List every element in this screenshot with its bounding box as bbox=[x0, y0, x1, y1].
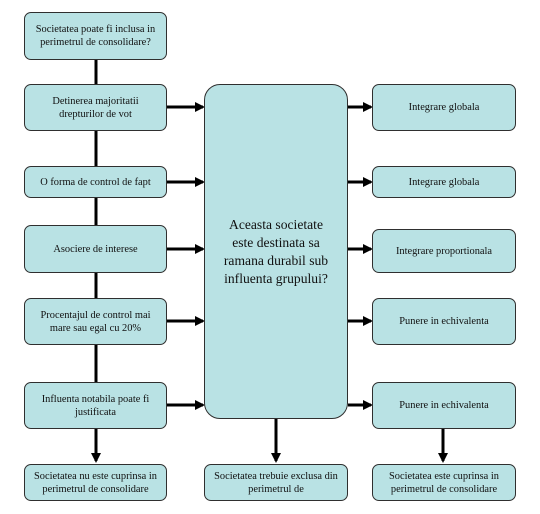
outcome-box-not-included: Societatea nu este cuprinsa in perimetru… bbox=[24, 464, 167, 501]
result-box-global-integration: Integrare globala bbox=[372, 84, 516, 131]
result-box-equity-method: Punere in echivalenta bbox=[372, 298, 516, 345]
central-question-box: Aceasta societate este destinata sa rama… bbox=[204, 84, 348, 419]
criterion-box-de-facto-control: O forma de control de fapt bbox=[24, 166, 167, 198]
outcome-box-included: Societatea este cuprinsa in perimetrul d… bbox=[372, 464, 516, 501]
criterion-box-control-percentage: Procentajul de control mai mare sau egal… bbox=[24, 298, 167, 345]
result-box-equity-method: Punere in echivalenta bbox=[372, 382, 516, 429]
criterion-box-significant-influence: Influenta notabila poate fi justificata bbox=[24, 382, 167, 429]
criterion-box-majority-votes: Detinerea majoritatii drepturilor de vot bbox=[24, 84, 167, 131]
outcome-box-excluded: Societatea trebuie exclusa din perimetru… bbox=[204, 464, 348, 501]
criterion-box-association: Asociere de interese bbox=[24, 225, 167, 273]
result-box-proportional-integration: Integrare proportionala bbox=[372, 229, 516, 273]
result-box-global-integration: Integrare globala bbox=[372, 166, 516, 198]
question-box: Societatea poate fi inclusa in perimetru… bbox=[24, 12, 167, 60]
